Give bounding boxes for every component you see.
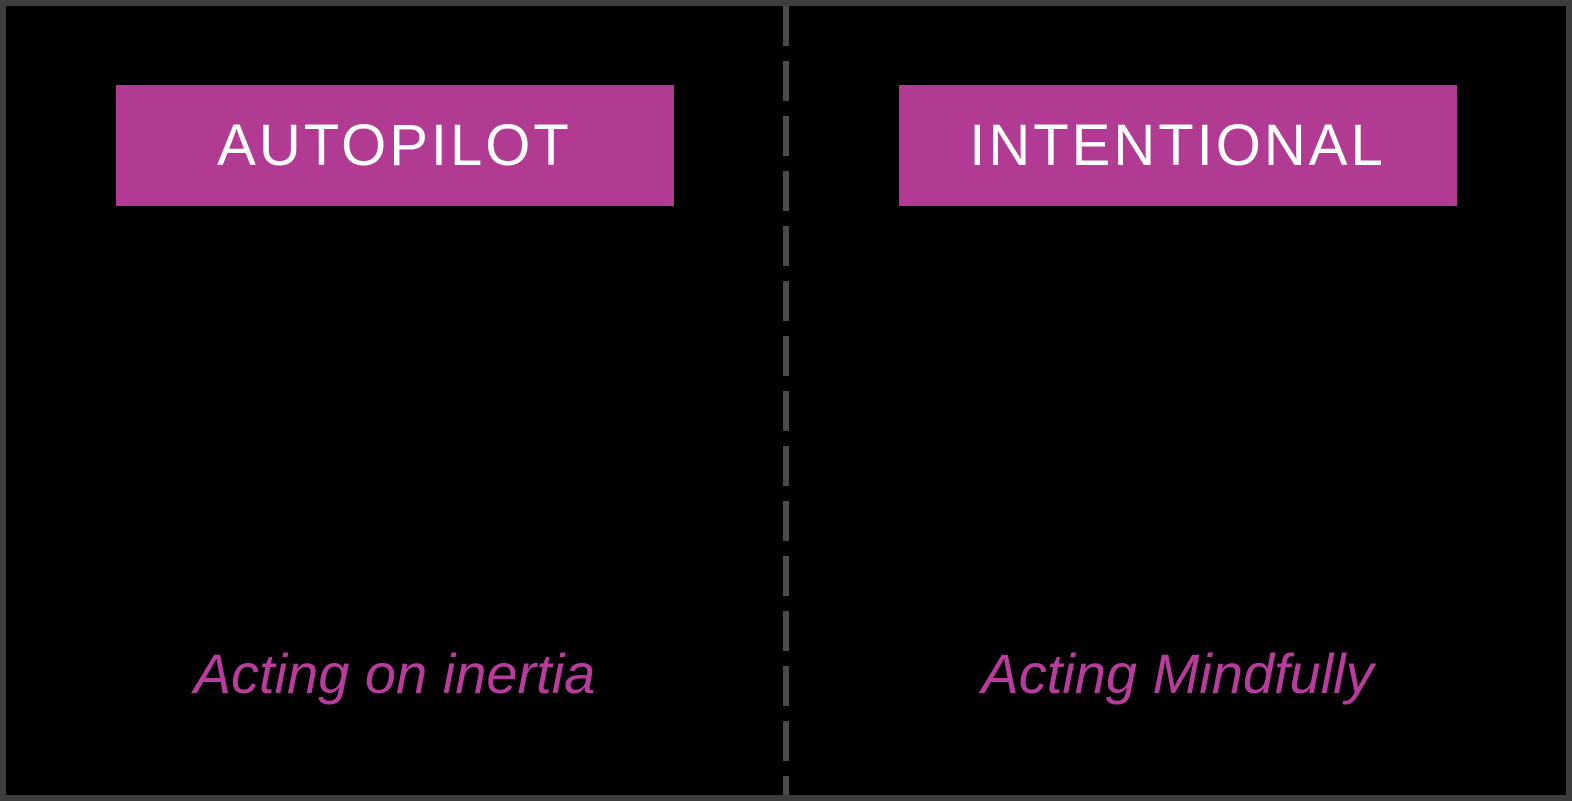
intentional-caption: Acting Mindfully — [981, 642, 1374, 705]
intentional-header-label: INTENTIONAL — [969, 112, 1386, 178]
autopilot-caption: Acting on inertia — [193, 642, 596, 705]
panel-autopilot: AUTOPILOT Acting on inertia — [6, 6, 783, 795]
panel-intentional: INTENTIONAL Acting Mindfully — [789, 6, 1566, 795]
autopilot-header-label: AUTOPILOT — [217, 112, 572, 178]
dashed-divider — [783, 6, 789, 795]
intentional-header-box: INTENTIONAL — [898, 85, 1457, 206]
autopilot-header-box: AUTOPILOT — [115, 85, 674, 206]
